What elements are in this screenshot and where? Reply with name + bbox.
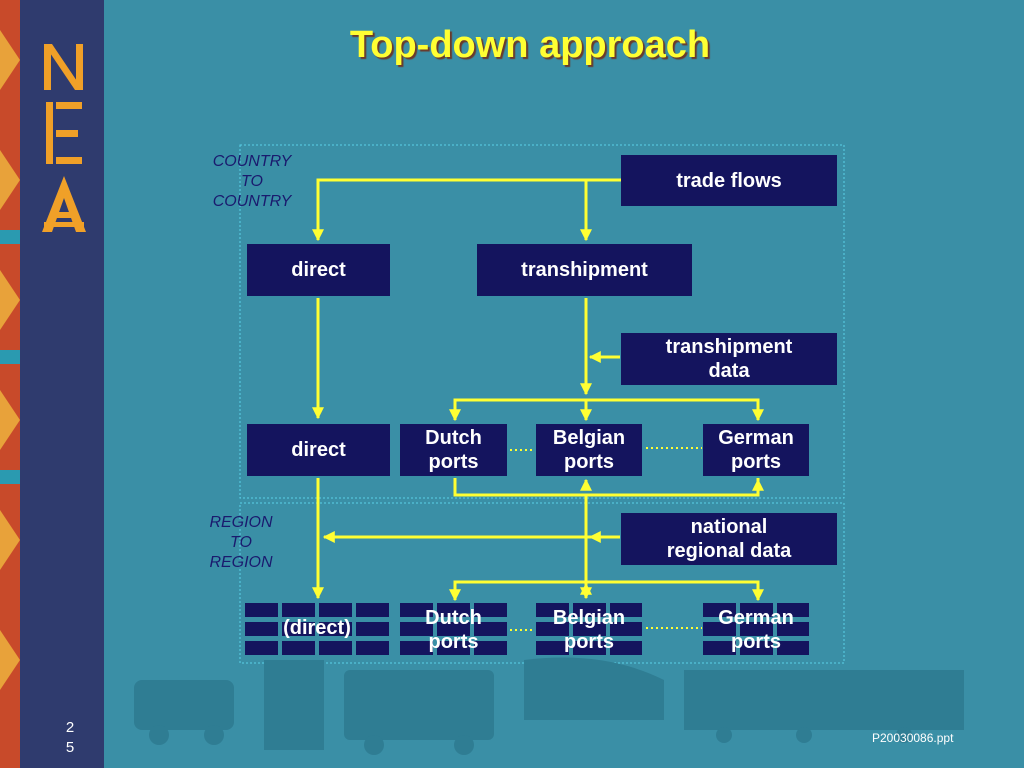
grid-cell [703, 603, 736, 617]
decorative-stripe [0, 0, 20, 768]
label-line: COUNTRY [212, 153, 292, 170]
grid-cell [610, 603, 642, 617]
grid-cell [573, 641, 606, 655]
vehicle-silhouettes [134, 657, 964, 755]
box-label: Dutch [425, 427, 482, 449]
grid-cell [474, 641, 507, 655]
grid-cell [536, 622, 569, 636]
grid-cell [740, 603, 773, 617]
sidebar [20, 0, 104, 768]
grid-cell [437, 603, 470, 617]
transhipment-box: transhipment [477, 244, 692, 296]
dutch-ports-box-mid: Dutch ports [400, 424, 507, 476]
grid-cell [437, 641, 470, 655]
grid-cell [282, 603, 315, 617]
dutch-bottom-label: Dutch ports [400, 606, 507, 654]
grid-cell [356, 622, 389, 636]
box-label: transhipment [521, 259, 648, 281]
slide-title: Top-down approach [349, 24, 711, 66]
grid-cell [319, 603, 352, 617]
grid-cell [319, 641, 352, 655]
box-label: German [718, 427, 794, 449]
direct-box-top: direct [247, 244, 390, 296]
grid-cell [356, 641, 389, 655]
label-line: REGION [209, 514, 273, 531]
box-label: ports [428, 451, 479, 473]
label-line: COUNTRY [212, 193, 292, 210]
german-bottom-label: German ports [703, 606, 809, 654]
grid-cell [282, 641, 315, 655]
grid-cell [319, 622, 352, 636]
belgian-bottom-label: Belgian ports [536, 606, 642, 654]
grid-cell [703, 641, 736, 655]
box-label: ports [564, 451, 614, 473]
box-label: trade flows [676, 169, 782, 192]
page-number-digit: 2 [65, 719, 75, 736]
german-ports-box-mid: German ports [703, 424, 809, 476]
direct-box-mid: direct [247, 424, 390, 476]
box-label: Belgian [552, 607, 626, 629]
national-regional-data-box: national regional data [621, 513, 837, 565]
grid-cell [356, 603, 389, 617]
grid-cell [536, 641, 569, 655]
grid-cell [740, 622, 773, 636]
grid-cell [400, 603, 433, 617]
box-label: regional data [666, 540, 792, 562]
grid-cell [245, 603, 278, 617]
box-label: ports [428, 631, 479, 653]
grid-cell [777, 603, 809, 617]
label-line: TO [241, 173, 263, 190]
grid-cell [703, 622, 736, 636]
grid-cell [536, 603, 569, 617]
direct-bottom-label: (direct) [283, 617, 351, 639]
grid-cell [573, 603, 606, 617]
transhipment-data-box: transhipment data [621, 333, 837, 385]
box-label: national [690, 516, 768, 538]
box-label: transhipment [665, 336, 793, 358]
page-number: 2 5 [60, 718, 80, 758]
grid-cell [474, 603, 507, 617]
box-label: German [718, 607, 794, 629]
box-label: direct [291, 439, 346, 461]
grid-cell [610, 641, 642, 655]
grid-cell [573, 622, 606, 636]
trade-flows-box: trade flows [621, 155, 837, 206]
grid-cell [245, 641, 278, 655]
belgian-ports-box-mid: Belgian ports [536, 424, 642, 476]
country-to-country-label: COUNTRY TO COUNTRY [196, 152, 308, 212]
grid-cell [740, 641, 773, 655]
grid-cell [777, 622, 809, 636]
box-label: ports [731, 451, 781, 473]
box-label: Belgian [552, 427, 626, 449]
file-id: P20030086.ppt [872, 731, 954, 745]
label-line: REGION [209, 554, 273, 571]
grid-cell [474, 622, 507, 636]
box-label: ports [564, 631, 614, 653]
box-label: direct [291, 259, 346, 281]
page-number-digit: 5 [65, 739, 75, 756]
box-label: Dutch [425, 607, 482, 629]
grid-cell [400, 622, 433, 636]
grid-cell [282, 622, 315, 636]
grid-cell [610, 622, 642, 636]
nea-logo [42, 44, 86, 232]
box-label: data [708, 360, 750, 382]
region-to-region-label: REGION TO REGION [194, 513, 288, 573]
box-label: ports [731, 631, 781, 653]
grid-cell [437, 622, 470, 636]
label-line: TO [230, 534, 252, 551]
grid-cell [400, 641, 433, 655]
grid-cell [777, 641, 809, 655]
grid-cell [245, 622, 278, 636]
